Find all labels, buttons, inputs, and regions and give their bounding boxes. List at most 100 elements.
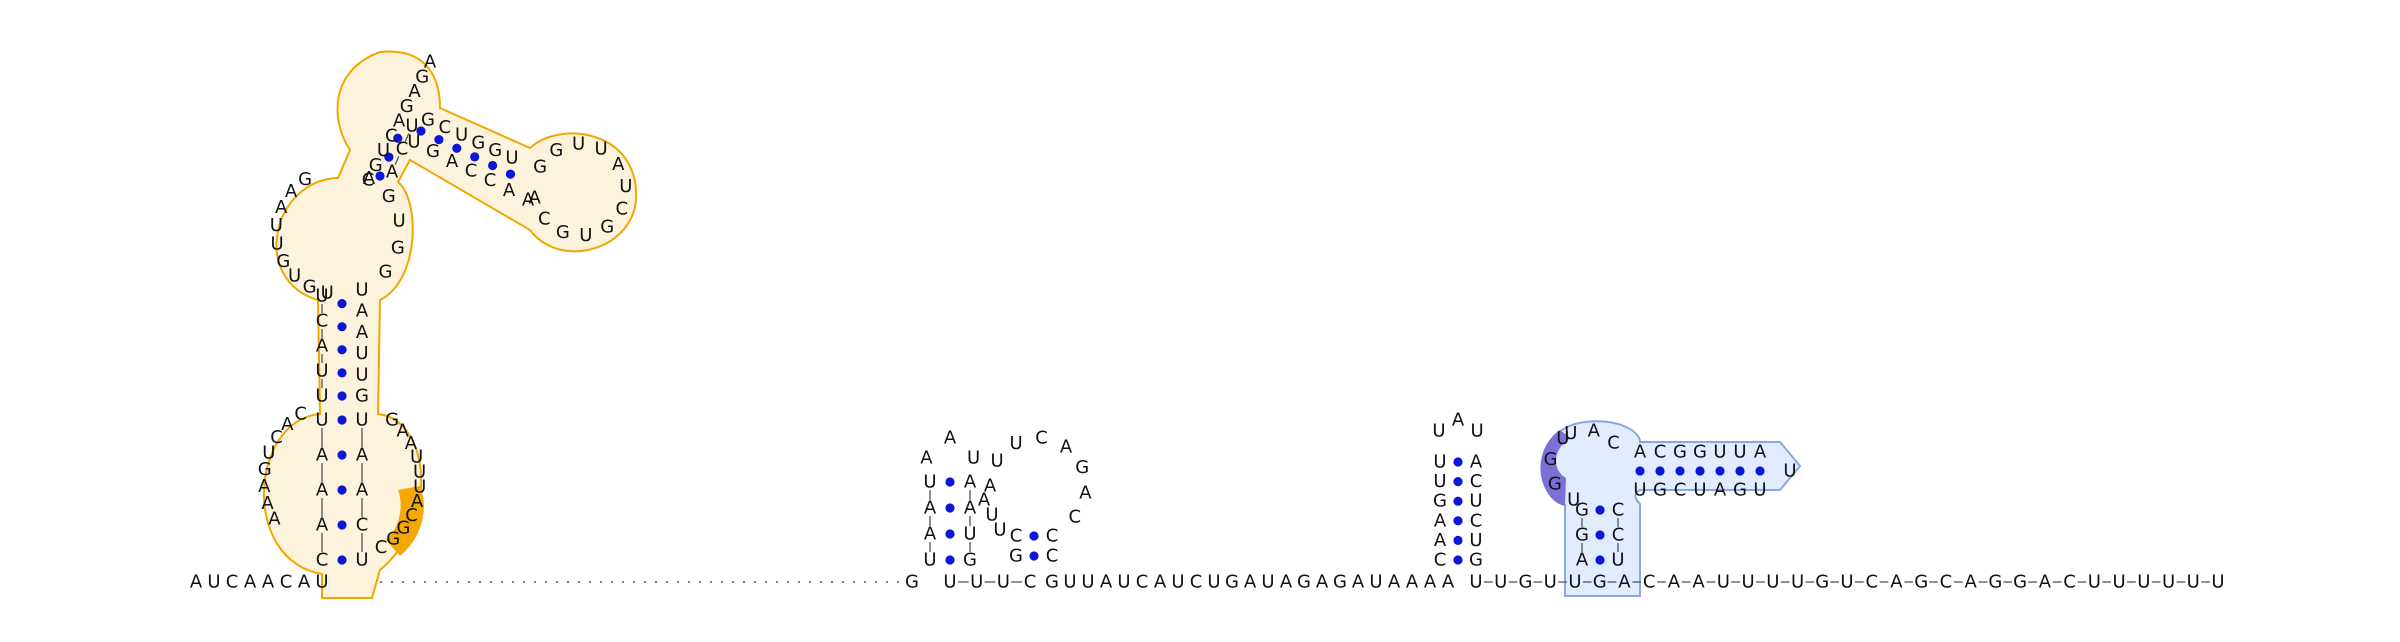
base-pair-dot: [1453, 496, 1463, 506]
nucleotide-s1: A: [356, 301, 369, 322]
nucleotide-s1: G: [298, 169, 312, 190]
base-pair-dot: [452, 143, 462, 153]
nucleotide-s1: A: [411, 491, 424, 512]
nucleotide-s4: U: [1556, 428, 1569, 449]
nucleotide-s4: A: [1576, 550, 1589, 571]
nucleotide-3prime: A: [1668, 572, 1681, 593]
nucleotide-s1: U: [315, 386, 328, 407]
base-pair-dot: [470, 152, 480, 162]
nucleotide-s1: C: [362, 170, 375, 191]
base-pair-dot: [1735, 466, 1745, 476]
backbone-lines: [321, 133, 2210, 583]
nucleotide-s1: G: [382, 186, 396, 207]
nucleotide-s3: U: [1469, 530, 1482, 551]
nucleotide-s4: A: [1588, 420, 1601, 441]
nucleotide-3prime: U: [2112, 572, 2125, 593]
nucleotide-s1: C: [270, 427, 283, 448]
nucleotide-3prime: U: [1791, 572, 1804, 593]
base-pair-dot: [945, 477, 955, 487]
nucleotide-s2: U: [970, 572, 983, 593]
nucleotide-s1: G: [258, 459, 272, 480]
nucleotide-s1: A: [316, 336, 329, 357]
nucleotide-s1: C: [538, 209, 551, 230]
base-pair-dot: [1453, 457, 1463, 467]
nucleotide-3prime: G: [1225, 572, 1239, 593]
nucleotide-s1: U: [572, 134, 585, 155]
nucleotide-s1: A: [356, 445, 369, 466]
nucleotide-3prime: G: [1297, 572, 1311, 593]
structure-highlights: [263, 50, 1802, 599]
nucleotide-s1: C: [316, 311, 329, 332]
nucleotide-s2: G: [905, 572, 919, 593]
nucleotide-s4: C: [1612, 525, 1625, 546]
nucleotide-s1: A: [275, 197, 288, 218]
nucleotide-3prime: C: [1136, 572, 1149, 593]
nucleotide-s1: A: [363, 168, 376, 189]
nucleotide-s2: A: [978, 490, 991, 511]
nucleotide-s3: C: [1434, 550, 1447, 571]
base-pair-dot: [488, 160, 498, 171]
nucleotide-s1: A: [522, 190, 535, 211]
nucleotide-s1: A: [408, 81, 421, 102]
nucleotide-5prime: A: [262, 572, 275, 593]
nucleotide-s1: A: [316, 445, 329, 466]
nucleotide-s3: U: [1469, 491, 1482, 512]
nucleotide-3prime: U: [1117, 572, 1130, 593]
nucleotide-3prime: C: [2063, 572, 2076, 593]
nucleotide-s4: U: [1564, 423, 1577, 444]
backbone-segment: [394, 156, 400, 165]
base-pair-dot: [1453, 516, 1463, 526]
nucleotide-s2: C: [1068, 506, 1081, 527]
base-pair-dot: [337, 415, 347, 425]
nucleotide-3prime: A: [1406, 572, 1419, 593]
base-pair-dot: [505, 169, 516, 179]
nucleotide-5prime: A: [244, 572, 257, 593]
base-pair-dot: [337, 345, 347, 355]
nucleotide-s1: C: [316, 550, 329, 571]
nucleotide-3prime: A: [2039, 572, 2052, 593]
nucleotide-3prime: U: [1063, 572, 1076, 593]
nucleotide-s1: G: [385, 410, 399, 431]
base-pair-dot: [945, 529, 955, 539]
nucleotide-s1: A: [503, 180, 516, 201]
nucleotide-3prime: U: [2162, 572, 2175, 593]
nucleotide-s1: G: [400, 96, 414, 117]
base-pair-markers: [337, 126, 1765, 565]
nucleotide-s1: G: [533, 157, 547, 178]
base-pair-dot: [1595, 530, 1605, 540]
nucleotide-5prime: C: [280, 572, 293, 593]
nucleotide-s4: C: [1654, 442, 1667, 463]
base-pair-dot: [337, 520, 347, 530]
nucleotide-s1: U: [455, 125, 468, 146]
nucleotide-3prime: G: [1988, 572, 2002, 593]
nucleotide-s2: G: [1009, 546, 1023, 567]
nucleotide-3prime: G: [2013, 572, 2027, 593]
nucleotide-3prime: U: [1171, 572, 1184, 593]
nucleotide-s2: U: [1010, 433, 1023, 454]
nucleotide-s3: C: [1470, 510, 1483, 531]
nucleotide-s1: U: [315, 286, 328, 307]
nucleotide-3prime: A: [1100, 572, 1113, 593]
nucleotide-s1: G: [276, 251, 290, 272]
base-pair-dot: [1029, 551, 1039, 561]
nucleotide-s1: A: [316, 515, 329, 536]
base-pair-dot: [1595, 505, 1605, 515]
nucleotide-s1: G: [379, 261, 393, 282]
base-pair-dot: [1453, 555, 1463, 565]
nucleotide-s1: A: [386, 162, 399, 183]
nucleotide-s2: U: [985, 505, 998, 526]
nucleotide-s3: A: [1470, 452, 1483, 473]
nucleotide-s4: G: [1653, 480, 1667, 501]
nucleotide-3prime: G: [1914, 572, 1928, 593]
backbone-segment: [404, 133, 410, 142]
nucleotide-s3: C: [1470, 471, 1483, 492]
nucleotide-3prime: U: [1469, 572, 1482, 593]
nucleotide-s1: U: [288, 266, 301, 287]
nucleotide-s1: G: [488, 140, 502, 161]
nucleotide-s1: U: [392, 211, 405, 232]
base-pair-dot: [337, 391, 347, 401]
nucleotide-3prime: A: [1618, 572, 1631, 593]
nucleotide-s3: U: [1433, 471, 1446, 492]
base-pair-dot: [337, 368, 347, 378]
nucleotide-s1: U: [413, 476, 426, 497]
